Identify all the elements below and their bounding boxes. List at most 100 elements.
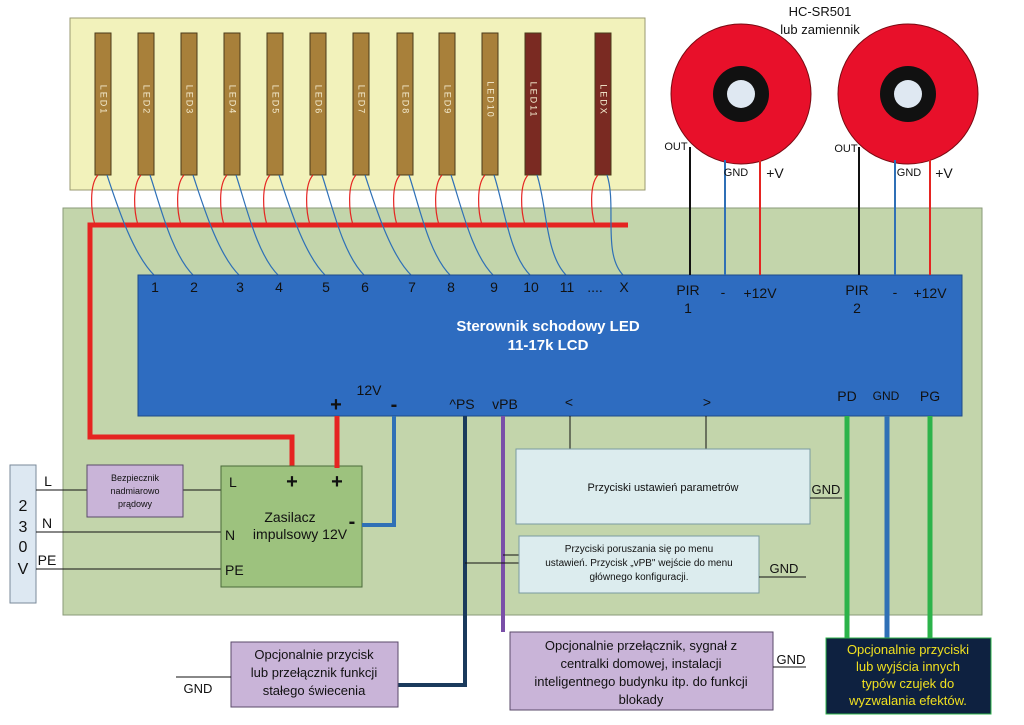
psu-plus-2: + [331, 471, 343, 493]
fuse-line-2: nadmiarowo [110, 486, 159, 496]
menu-buttons-line-2: ustawień. Przycisk „vPB" wejście do menu [545, 558, 733, 569]
mains-pe: PE [38, 552, 57, 568]
menu-buttons-box [518, 535, 760, 594]
led-wire-signal [192, 174, 241, 277]
pin-minus: - [391, 394, 398, 416]
pin-lt: < [565, 394, 573, 410]
led-strip-label: LED9 [443, 85, 453, 116]
pir-sensor-1 [670, 23, 812, 165]
led-wire-signal [235, 174, 280, 277]
led-wire-plus [521, 174, 529, 226]
led-wire-signal [278, 174, 327, 277]
led-strip-label: LED6 [314, 85, 324, 116]
output-label-3: 3 [236, 279, 244, 295]
opt-effects-line-4: wyzwalania efektów. [848, 693, 967, 708]
led-strip-label: LED3 [185, 85, 195, 116]
menu-buttons-line-1: Przyciski poruszania się po menu [565, 544, 713, 555]
led-wire-plus [306, 174, 314, 226]
led-wire-plus [220, 174, 228, 226]
opt-switch-box [230, 641, 399, 708]
wire-psu-minus [362, 416, 396, 527]
output-label-2: 2 [190, 279, 198, 295]
opt-switch-line-1: Opcjonalnie przycisk [254, 647, 374, 662]
led-wire-signal [149, 174, 195, 277]
led-strip-label: LED5 [271, 85, 281, 116]
output-label-4: 4 [275, 279, 283, 295]
opt-effects-line-2: lub wyjścia innych [856, 659, 960, 674]
output-label-1: 1 [151, 279, 159, 295]
pin-gnd: GND [873, 389, 900, 403]
led-wire-plus [478, 174, 486, 226]
psu-minus: - [349, 511, 356, 533]
controller-block [137, 274, 963, 417]
led-wire-signal [106, 174, 156, 277]
pin-12v-label: 12V [357, 382, 383, 398]
led-strip-8: LED8 [396, 32, 414, 176]
led-strip-3: LED3 [180, 32, 198, 176]
led-wire-signal [408, 174, 452, 277]
pir1-vplus-label: +V [766, 165, 784, 181]
psu-pe: PE [225, 562, 244, 578]
mains-n: N [42, 515, 52, 531]
psu-plus-1: + [286, 471, 298, 493]
mains-block [9, 464, 37, 604]
output-label-13: X [619, 279, 629, 295]
controller-subtitle: 11-17k LCD [508, 337, 589, 354]
param-buttons-text: Przyciski ustawień parametrów [588, 482, 739, 494]
opt-effects-box [825, 637, 992, 715]
opt-block-box [509, 631, 774, 711]
pir1-gnd-label: GND [724, 167, 749, 179]
output-label-12: .... [587, 279, 603, 295]
pin-pb: vPB [492, 396, 518, 412]
fuse-line-3: prądowy [118, 499, 153, 509]
wire-ps [398, 416, 467, 687]
output-label-9: 9 [490, 279, 498, 295]
led-strip-6: LED6 [309, 32, 327, 176]
pin-ps: ^PS [449, 396, 474, 412]
led-wire-signal [364, 174, 413, 277]
pir2-vplus-label: +V [935, 165, 953, 181]
mains-char-2: 3 [19, 519, 28, 536]
psu-line-1: Zasilacz [264, 509, 315, 525]
mains-char-4: V [18, 561, 29, 578]
opt-block-line-4: blokady [619, 692, 664, 707]
pir1-label: PIR [676, 282, 699, 298]
opt-block-line-3: inteligentnego budynku itp. do funkcji [534, 674, 747, 689]
led-strip-label: LED4 [228, 85, 238, 116]
led-wire-signal [450, 174, 495, 277]
output-label-11: 11 [560, 279, 575, 295]
led-wires [91, 174, 625, 277]
output-label-8: 8 [447, 279, 455, 295]
led-strip-12: LEDX [594, 32, 612, 176]
pir2-out-label: OUT [834, 143, 858, 155]
output-label-10: 10 [523, 279, 539, 295]
mains-char-1: 2 [19, 498, 28, 515]
opt-effects-line-1: Opcjonalnie przyciski [847, 642, 969, 657]
led-wire-plus [349, 174, 357, 226]
led-wire-signal [493, 174, 532, 277]
led-wire-plus [177, 174, 185, 226]
param-gnd-label: GND [812, 482, 841, 497]
output-label-7: 7 [408, 279, 416, 295]
pir2-gnd-label: GND [897, 167, 922, 179]
opt-block-line-2: centralki domowej, instalacji [560, 656, 721, 671]
pin-pg: PG [920, 388, 940, 404]
pir1-v: +12V [743, 285, 777, 301]
pin-gt: > [703, 394, 711, 410]
led-strip-label: LED11 [529, 82, 539, 119]
psu-l: L [229, 474, 237, 490]
led-wire-plus [91, 174, 99, 226]
pin-plus: + [330, 394, 342, 416]
led-wire-signal [606, 174, 625, 277]
led-strip-label: LED1 [99, 85, 109, 116]
pir2-v: +12V [913, 285, 947, 301]
psu-box [220, 465, 363, 588]
opt-switch-line-3: stałego świecenia [263, 683, 366, 698]
led-strip-7: LED7 [352, 32, 370, 176]
sensor-subtitle: lub zamiennik [780, 22, 860, 37]
pir-sensor-2 [837, 23, 979, 165]
pir2-number: 2 [853, 300, 861, 316]
led-strip-label: LED7 [357, 85, 367, 116]
